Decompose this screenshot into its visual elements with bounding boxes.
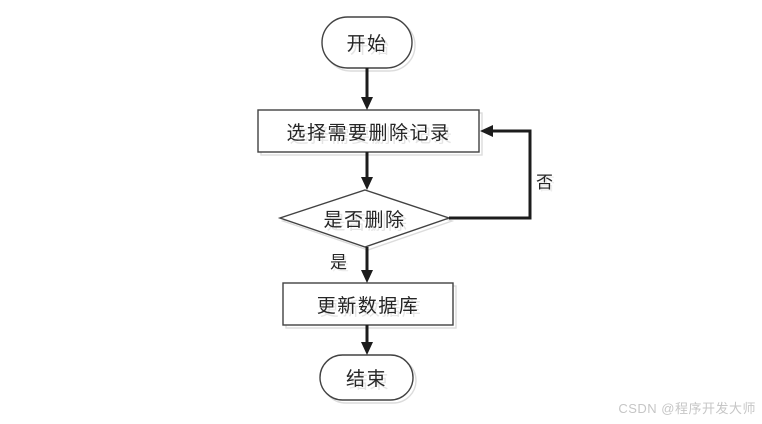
csdn-watermark: CSDN @程序开发大师 — [618, 401, 756, 416]
arrowhead-into-end — [361, 342, 373, 355]
shape-layer — [257, 16, 480, 401]
edge-label-yes: 是 — [330, 253, 347, 272]
arrowhead-into-update — [361, 270, 373, 283]
decision-diamond-shape — [277, 189, 452, 248]
arrowhead-layer — [361, 97, 493, 355]
arrowhead-loop-into-select — [480, 125, 493, 137]
update-process-shape — [282, 282, 454, 326]
edge-layer — [365, 68, 532, 344]
edge-label-no: 否 — [536, 173, 553, 192]
select-process-shape — [257, 109, 480, 153]
end-terminator-shape — [319, 354, 414, 401]
arrowhead-into-decision — [361, 177, 373, 190]
arrowhead-into-select — [361, 97, 373, 110]
edge-decision-loop-back — [449, 129, 532, 220]
start-terminator-shape — [321, 16, 413, 69]
